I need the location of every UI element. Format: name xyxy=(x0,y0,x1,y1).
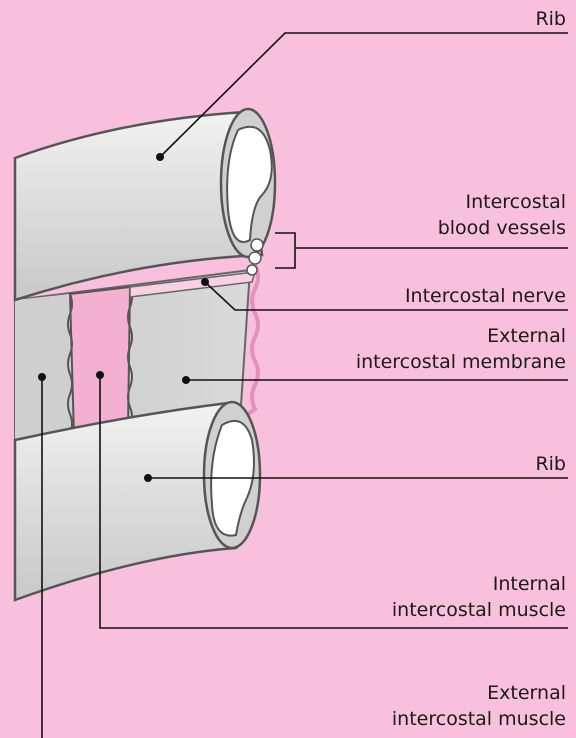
label-internal-muscle-line2: intercostal muscle xyxy=(392,597,566,623)
label-external-membrane: External intercostal membrane xyxy=(356,323,566,375)
rib-bottom-shaft xyxy=(15,403,236,600)
leader-vessels-bracket xyxy=(275,233,295,268)
label-external-membrane-line1: External xyxy=(356,323,566,349)
label-rib-top-text: Rib xyxy=(535,6,566,32)
label-external-muscle-line2: intercostal muscle xyxy=(392,706,566,732)
label-external-muscle: External intercostal muscle xyxy=(392,680,566,732)
blood-vessel-1 xyxy=(251,239,263,251)
label-external-membrane-line2: intercostal membrane xyxy=(356,349,566,375)
external-intercostal-muscle-region xyxy=(15,294,72,446)
label-internal-muscle: Internal intercostal muscle xyxy=(392,571,566,623)
label-intercostal-nerve: Intercostal nerve xyxy=(405,283,566,309)
blood-vessel-2 xyxy=(249,252,261,264)
label-blood-vessels-line2: blood vessels xyxy=(438,215,566,241)
label-intercostal-nerve-text: Intercostal nerve xyxy=(405,283,566,309)
dot-rib-bottom xyxy=(144,474,152,482)
blood-vessel-3 xyxy=(247,265,257,275)
label-internal-muscle-line1: Internal xyxy=(392,571,566,597)
dot-membrane xyxy=(182,376,190,384)
label-rib-bottom-text: Rib xyxy=(535,451,566,477)
dot-rib-top xyxy=(156,153,164,161)
label-blood-vessels-line1: Intercostal xyxy=(438,189,566,215)
dot-nerve xyxy=(201,278,209,286)
dot-internal-muscle xyxy=(96,371,104,379)
label-rib-top: Rib xyxy=(535,6,566,32)
label-external-muscle-line1: External xyxy=(392,680,566,706)
label-blood-vessels: Intercostal blood vessels xyxy=(438,189,566,241)
dot-external-muscle xyxy=(38,373,46,381)
label-rib-bottom: Rib xyxy=(535,451,566,477)
